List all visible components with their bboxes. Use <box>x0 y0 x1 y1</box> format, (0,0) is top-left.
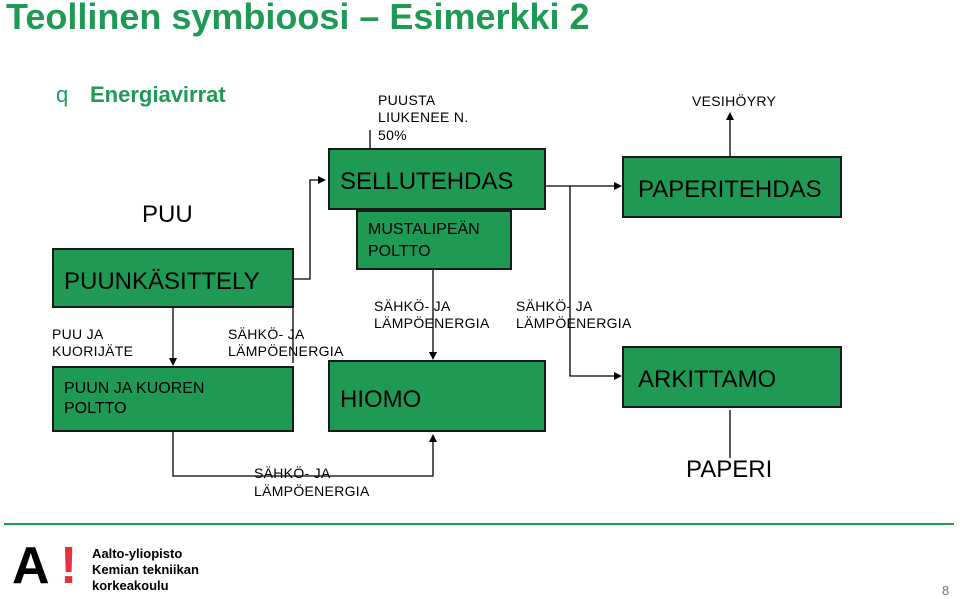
box-arkittamo: ARKITTAMO <box>622 346 842 408</box>
label-puusta-line3: 50% <box>378 127 407 143</box>
logo-text-line2: Kemian tekniikan <box>92 562 199 577</box>
label-paperi: PAPERI <box>686 456 773 483</box>
box-mustalipean-poltto: MUSTALIPEÄN POLTTO <box>356 210 512 270</box>
label-puu-ja-line1: PUU JA <box>52 326 104 342</box>
box-hiomo-label: HIOMO <box>340 386 422 413</box>
box-puunkasittely-label: PUUNKÄSITTELY <box>64 268 260 295</box>
logo-text-line3: korkeakoulu <box>92 578 169 593</box>
box-paperitehdas-label: PAPERITEHDAS <box>638 176 822 203</box>
box-puun-kuoren-poltto: PUUN JA KUOREN POLTTO <box>52 366 294 432</box>
box-puunkasittely: PUUNKÄSITTELY <box>52 248 294 308</box>
page-number: 8 <box>942 583 950 598</box>
label-puu: PUU <box>142 201 193 228</box>
arrow-sahko3-to-arkittamo <box>569 186 622 380</box>
label-sahko2-line1: SÄHKÖ- JA <box>374 298 451 314</box>
box-puun-kuoren-line2: POLTTO <box>64 400 127 417</box>
label-sahko3-line2: LÄMPÖENERGIA <box>516 315 632 331</box>
box-paperitehdas: PAPERITEHDAS <box>622 156 842 218</box>
page-title: Teollinen symbioosi – Esimerkki 2 <box>6 0 590 37</box>
box-sellutehdas: SELLUTEHDAS <box>328 148 546 210</box>
arrow-puukasittely-to-sellutehdas <box>293 176 326 280</box>
box-sellutehdas-label: SELLUTEHDAS <box>340 168 514 195</box>
box-puun-kuoren-line1: PUUN JA KUOREN <box>64 380 205 397</box>
label-sahko1-line2: LÄMPÖENERGIA <box>228 343 344 359</box>
aalto-logo-mark: A <box>12 537 50 595</box>
label-sahko4-line1: SÄHKÖ- JA <box>254 465 331 481</box>
line-poltto-bottom-loop <box>172 432 437 477</box>
box-mustalipean-line1: MUSTALIPEÄN <box>368 221 480 238</box>
box-hiomo: HIOMO <box>328 360 546 432</box>
label-sahko1-line1: SÄHKÖ- JA <box>228 326 305 342</box>
label-sahko3-line1: SÄHKÖ- JA <box>516 298 593 314</box>
box-arkittamo-label: ARKITTAMO <box>638 366 777 393</box>
label-sahko2-line2: LÄMPÖENERGIA <box>374 315 490 331</box>
logo-text-line1: Aalto-yliopisto <box>92 546 183 561</box>
label-puusta-line1: PUUSTA <box>378 92 436 108</box>
label-sahko4-line2: LÄMPÖENERGIA <box>254 483 370 499</box>
box-mustalipean-line2: POLTTO <box>368 243 431 260</box>
bullet-energiavirrat: Energiavirrat <box>90 82 226 107</box>
bullet-marker: q <box>56 82 69 107</box>
aalto-logo-exclaim: ! <box>60 537 78 595</box>
label-puu-ja-line2: KUORIJÄTE <box>52 343 134 359</box>
footer-divider <box>4 523 954 525</box>
label-vesihoyry: VESIHÖYRY <box>692 93 777 109</box>
label-puusta-line2: LIUKENEE N. <box>378 109 469 125</box>
